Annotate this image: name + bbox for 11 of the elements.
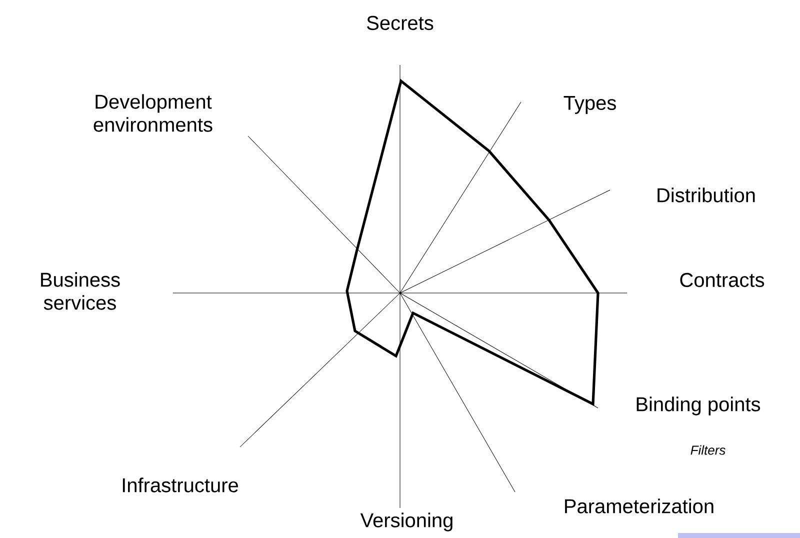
axis-label: Contracts: [680, 272, 764, 288]
axis-label: Distribution: [658, 188, 755, 202]
axis-label: Filters: [690, 445, 726, 455]
axis-label: Binding points: [636, 396, 760, 416]
axis-label: Parameterization: [565, 498, 714, 514]
axis-label: Secrets: [367, 16, 434, 30]
axis-label: Business services: [41, 272, 120, 310]
axis-label: Infrastructure: [122, 478, 238, 492]
axis-label: Types: [564, 96, 616, 114]
axis-label: Development environments: [94, 94, 212, 132]
axis-label: Versioning: [360, 512, 452, 532]
